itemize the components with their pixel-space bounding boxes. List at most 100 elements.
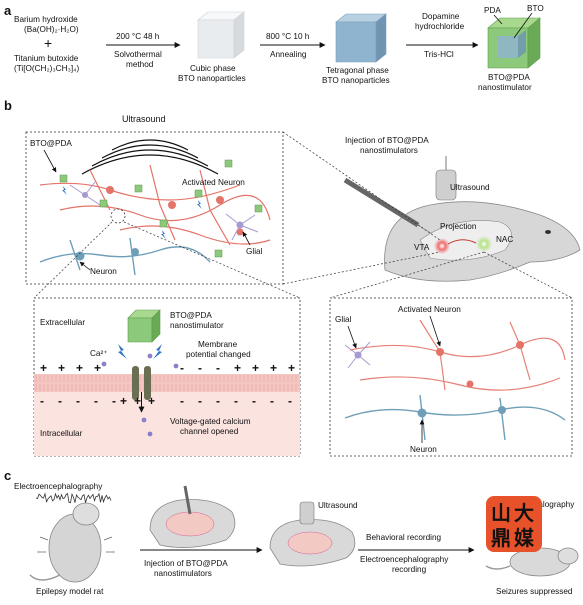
membrane-charge: + <box>76 361 83 375</box>
step3-line1: Dopamine <box>422 12 460 21</box>
zoom-blue-neurons <box>344 394 566 441</box>
neuron-somas-blue <box>75 248 139 261</box>
product2-line2: BTO nanoparticles <box>322 76 390 85</box>
product1-line2: BTO nanoparticles <box>178 74 246 83</box>
membrane-line1: Membrane <box>198 340 238 349</box>
activated-neuron-label: Activated Neuron <box>182 178 245 187</box>
extracellular-label: Extracellular <box>40 318 85 327</box>
membrane-charge: + <box>58 361 65 375</box>
zoom-glial <box>344 341 371 369</box>
tetragonal-bto-cube <box>335 13 387 63</box>
pda-pointer <box>493 14 503 25</box>
zoom-glial-soma <box>354 351 362 359</box>
model-rat-label: Epilepsy model rat <box>36 587 104 596</box>
ultrasound-head-label: Ultrasound <box>450 183 490 192</box>
watermark-char-1: 山 <box>491 502 511 525</box>
zoom-connectors <box>33 131 573 299</box>
membrane-charge: - <box>94 394 98 408</box>
zoom-circle <box>110 208 126 224</box>
membrane-charge: + <box>148 394 155 408</box>
eeg-label: Electroencephalography <box>14 482 103 491</box>
nanostimulator-line2: nanostimulator <box>170 321 224 330</box>
vta-label: VTA <box>414 243 430 252</box>
membrane-charge: - <box>58 394 62 408</box>
step1-method-line2: method <box>126 60 154 69</box>
intracellular-region <box>34 390 300 456</box>
zoom-glial-label: Glial <box>335 315 352 324</box>
eeg-c-line1: Electroencephalography <box>360 555 449 564</box>
product2-line1: Tetragonal phase <box>326 66 389 75</box>
eeg-c-line2: recording <box>392 565 427 574</box>
panel-label-c: c <box>4 468 11 483</box>
zoom-activated-label: Activated Neuron <box>398 305 461 314</box>
neuron-label: Neuron <box>90 267 117 276</box>
product3-line1: BTO@PDA <box>488 73 530 82</box>
behavioral-label: Behavioral recording <box>366 533 442 542</box>
ultrasound-top-label: Ultrasound <box>122 114 166 124</box>
panel-b: b Ultrasound <box>4 98 581 457</box>
calcium-channel <box>132 366 151 413</box>
panel-c: c Electroencephalography Epilepsy model … <box>4 468 579 596</box>
injection-rat-head <box>149 485 236 548</box>
reactant2-name: Titanium butoxide <box>14 54 79 63</box>
nac-region <box>476 236 492 252</box>
membrane-charge: - <box>40 394 44 408</box>
injection-line1: Injection of BTO@PDA <box>345 136 429 145</box>
ultrasound-probe-icon <box>435 156 457 201</box>
panel-label-b: b <box>4 98 12 113</box>
glial-pointer <box>242 231 251 246</box>
ultrasound-rat-head <box>269 501 356 567</box>
membrane-charge: - <box>198 394 202 408</box>
membrane-charge: - <box>198 361 202 375</box>
epilepsy-rat <box>29 502 115 583</box>
neuron-network-blue <box>39 237 211 276</box>
panel-a: a Barium hydroxide (Ba(OH)₂·H₂O) + Titan… <box>4 3 544 92</box>
membrane-charge: - <box>180 361 184 375</box>
panel-label-a: a <box>4 3 12 18</box>
bto-pda-label: BTO@PDA <box>30 139 72 148</box>
ultrasound-waves <box>81 139 219 175</box>
membrane-charge: + <box>94 361 101 375</box>
bto-pda-cube <box>487 17 541 69</box>
membrane-charge: - <box>252 394 256 408</box>
ultrasound-c-label: Ultrasound <box>318 501 358 510</box>
membrane-charge: + <box>40 361 47 375</box>
reactant2-formula: (Ti[O(CH₂)₃CH₃]₄) <box>14 64 79 73</box>
membrane-charge: + <box>252 361 259 375</box>
membrane-charge: - <box>112 394 116 408</box>
bto-pointer <box>513 12 533 39</box>
membrane-line2: potential changed <box>186 350 251 359</box>
membrane-charge: + <box>120 394 127 408</box>
zoom-activated-pointer <box>429 315 441 347</box>
nac-label: NAC <box>496 235 513 244</box>
step1-conditions: 200 °C 48 h <box>116 32 160 41</box>
membrane-charge: - <box>180 394 184 408</box>
glial-cells <box>69 181 259 241</box>
injection-c-line2: nanostimulators <box>154 569 212 578</box>
membrane-charge: - <box>216 394 220 408</box>
membrane-charges: ++++---++++-----+++------- <box>40 361 295 408</box>
activation-sparks <box>62 186 202 239</box>
activated-neuron-somas <box>106 186 244 236</box>
membrane-charge: - <box>288 394 292 408</box>
pda-label: PDA <box>484 6 501 15</box>
injection-c-line1: Injection of BTO@PDA <box>144 559 228 568</box>
neuron-pointer <box>79 261 91 271</box>
membrane-charge: + <box>134 394 141 408</box>
reactant1-name: Barium hydroxide <box>14 15 78 24</box>
neuron-network-box <box>25 131 284 285</box>
zoom-glial-pointer <box>347 325 357 349</box>
step1-method: Solvothermal <box>114 50 162 59</box>
bto-label: BTO <box>527 4 544 13</box>
step3-line3: Tris-HCl <box>424 50 454 59</box>
membrane-charge: + <box>234 361 241 375</box>
membrane-charge: - <box>270 394 274 408</box>
injection-line2: nanostimulators <box>360 146 418 155</box>
membrane-charge: - <box>76 394 80 408</box>
membrane-nanostimulator-cube <box>127 309 161 343</box>
bto-pda-pointer <box>43 149 57 173</box>
watermark-logo: 山 大 鼎 媒 <box>486 496 542 552</box>
calm-rat <box>485 547 579 577</box>
